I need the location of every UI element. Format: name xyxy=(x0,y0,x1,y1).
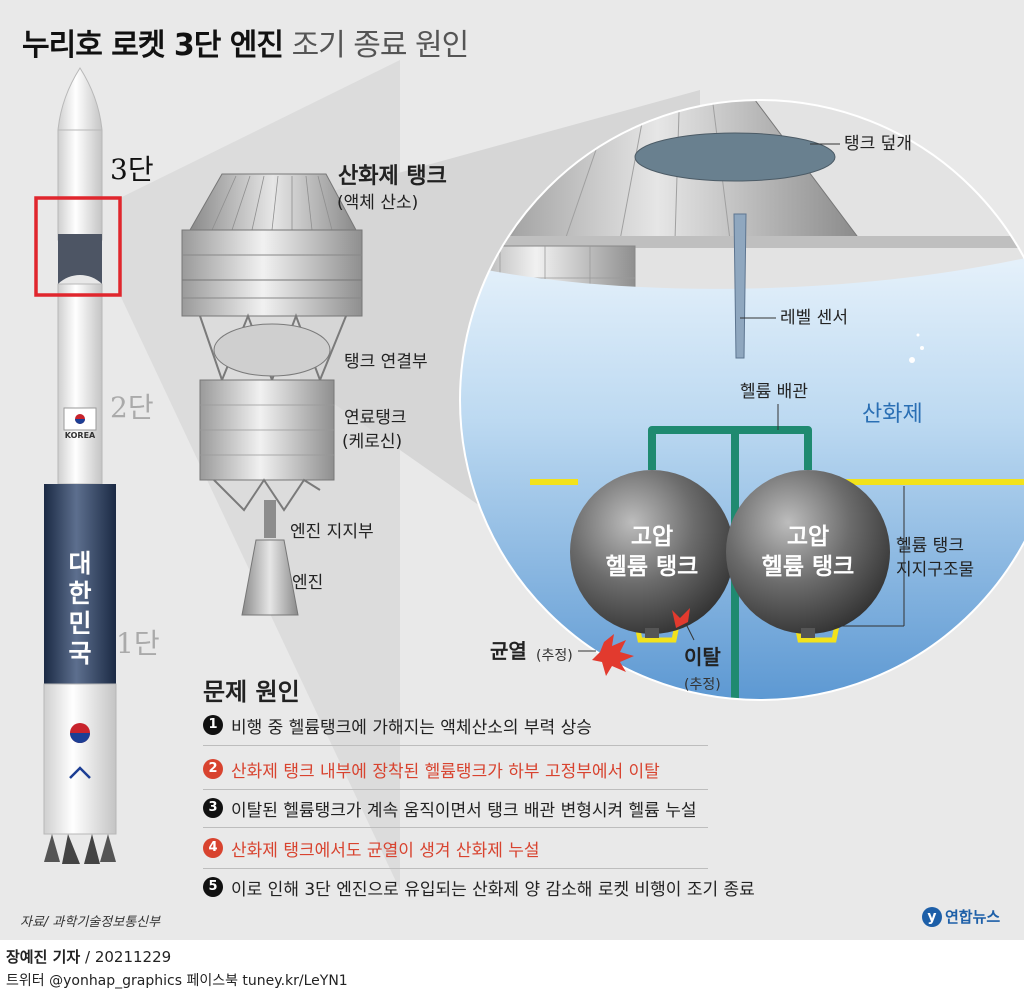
yonhap-logo-text: 연합뉴스 xyxy=(945,908,1001,926)
helium-tank-left-line1: 고압 xyxy=(630,524,674,550)
korea-text: KOREA xyxy=(64,431,96,440)
detach-sub-label: (추정) xyxy=(684,677,721,693)
fuel-tank-label: 연료탱크 xyxy=(344,408,407,428)
oxidizer-tank-sub: (액체 산소) xyxy=(337,193,419,213)
cause-item-2: 2 산화제 탱크 내부에 장착된 헬륨탱크가 하부 고정부에서 이탈 xyxy=(203,749,708,789)
support-structure-label-1: 헬륨 탱크 xyxy=(896,536,964,556)
cause-item-5: 5 이로 인해 3단 엔진으로 유입되는 산화제 양 감소해 로켓 비행이 조기… xyxy=(203,867,755,907)
cause-number-1: 1 xyxy=(203,715,223,735)
engine-label: 엔진 xyxy=(292,573,324,593)
detail-circle xyxy=(460,100,1024,700)
source-text: 자료/ 과학기술정보통신부 xyxy=(20,915,161,930)
stage-label-third: 3단 xyxy=(110,153,154,186)
rocket xyxy=(43,67,117,864)
byline: 장예진 기자 / 20211229 xyxy=(6,946,171,967)
social-links: 트위터 @yonhap_graphics 페이스북 tuney.kr/LeYN1 xyxy=(6,973,348,989)
helium-tank-left-line2: 헬륨 탱크 xyxy=(605,554,699,580)
crack-marks xyxy=(592,608,690,676)
crack-sub-label: (추정) xyxy=(536,648,573,664)
title-bold: 누리호 로켓 3단 엔진 xyxy=(22,28,284,63)
causes-title: 문제 원인 xyxy=(203,678,300,706)
oxidizer-tank-label: 산화제 탱크 xyxy=(338,164,447,189)
helium-tank-left-label: 고압 헬륨 탱크 xyxy=(592,522,712,582)
title-light: 조기 종료 원인 xyxy=(291,28,470,63)
cause-text-3: 이탈된 헬륨탱크가 계속 움직이면서 탱크 배관 변형시켜 헬륨 누설 xyxy=(231,800,697,821)
tank-connection-label: 탱크 연결부 xyxy=(344,352,428,372)
cause-number-5: 5 xyxy=(203,877,223,897)
cause-divider xyxy=(203,745,708,746)
crack-label: 균열 xyxy=(490,639,527,663)
cause-number-2: 2 xyxy=(203,759,223,779)
rocket-diagram xyxy=(34,60,1024,890)
yonhap-logo-icon: y xyxy=(922,906,942,927)
cause-item-3: 3 이탈된 헬륨탱크가 계속 움직이면서 탱크 배관 변형시켜 헬륨 누설 xyxy=(203,788,708,828)
reporter-name: 장예진 기자 xyxy=(6,948,81,966)
cause-item-1: 1 비행 중 헬륨탱크에 가해지는 액체산소의 부력 상승 xyxy=(203,705,708,745)
helium-tank-right-label: 고압 헬륨 탱크 xyxy=(748,522,868,582)
cause-text-2: 산화제 탱크 내부에 장착된 헬륨탱크가 하부 고정부에서 이탈 xyxy=(231,761,660,782)
cause-text-5: 이로 인해 3단 엔진으로 유입되는 산화제 양 감소해 로켓 비행이 조기 종… xyxy=(231,879,755,900)
engine-support-label: 엔진 지지부 xyxy=(290,522,374,542)
infographic-canvas: 누리호 로켓 3단 엔진 조기 종료 원인 xyxy=(0,0,1024,940)
highlight-box xyxy=(34,196,122,297)
leader-lines xyxy=(578,143,905,652)
helium-tank-right-line1: 고압 xyxy=(786,524,830,550)
helium-pipe-label: 헬륨 배관 xyxy=(740,382,808,402)
helium-tank-right-line2: 헬륨 탱크 xyxy=(761,554,855,580)
cause-divider xyxy=(203,827,708,828)
cause-text-1: 비행 중 헬륨탱크에 가해지는 액체산소의 부력 상승 xyxy=(231,717,592,738)
infographic-title: 누리호 로켓 3단 엔진 조기 종료 원인 xyxy=(22,20,470,64)
cause-number-3: 3 xyxy=(203,798,223,818)
stage-label-first: 1단 xyxy=(116,627,160,660)
cause-divider xyxy=(203,868,708,869)
byline-date: / 20211229 xyxy=(85,948,172,966)
fuel-tank-sub: (케로신) xyxy=(342,432,403,452)
support-structure-label-2: 지지구조물 xyxy=(896,560,975,580)
stage-label-second: 2단 xyxy=(110,391,154,424)
oxidizer-label: 산화제 xyxy=(862,402,923,427)
cause-text-4: 산화제 탱크에서도 균열이 생겨 산화제 누설 xyxy=(231,840,540,861)
cause-divider xyxy=(203,789,708,790)
level-sensor-label: 레벨 센서 xyxy=(780,308,848,328)
cause-item-4: 4 산화제 탱크에서도 균열이 생겨 산화제 누설 xyxy=(203,828,708,868)
third-stage-drawing xyxy=(181,173,363,616)
yonhap-logo: y 연합뉴스 xyxy=(922,906,1000,927)
detach-label: 이탈 xyxy=(684,645,721,669)
tank-cover-label: 탱크 덮개 xyxy=(844,134,912,154)
country-text: 대한민국 xyxy=(68,549,92,668)
cause-number-4: 4 xyxy=(203,838,223,858)
